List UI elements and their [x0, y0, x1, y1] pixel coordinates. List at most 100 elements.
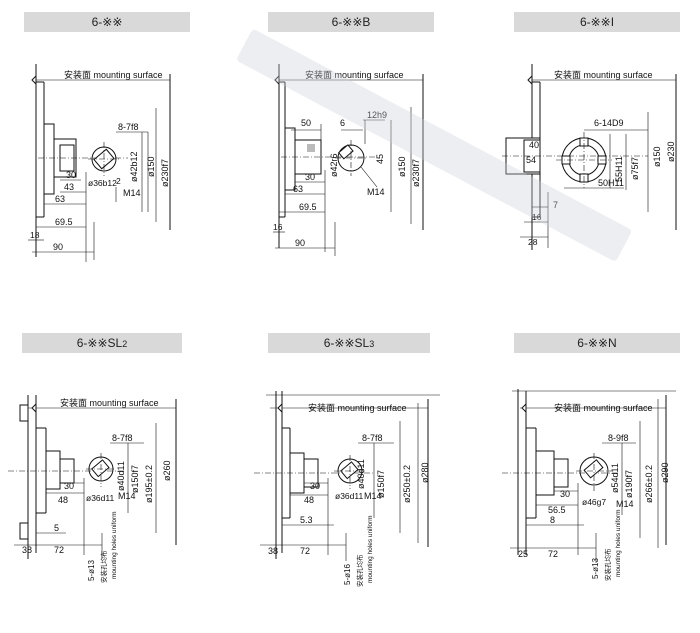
dim-d5: ø46g7: [582, 497, 606, 507]
dim-top2: 6: [340, 118, 345, 128]
drawing-panel-4: 6-※※SL2 安装面 mounting surface 8-7f8 ø40d1…: [6, 333, 236, 633]
dim-d5: ø36d11: [335, 491, 363, 501]
dim-c: 63: [293, 184, 303, 194]
drawing-panel-6: 6-※※N 安装面 mounting surface 8-9f8 ø54d11 …: [498, 333, 700, 633]
surface-label: 安装面 mounting surface: [554, 69, 653, 80]
dim-f: 72: [548, 549, 558, 559]
dim-d1: ø40d11: [116, 461, 126, 491]
dim-holes: 5-ø13: [591, 558, 600, 579]
surface-label: 安装面 mounting surface: [64, 69, 163, 80]
surface-label: 安装面 mounting surface: [60, 397, 159, 408]
dim-h: 50H11: [598, 178, 624, 188]
drawing-svg: 安装面 mounting surface 6-14D9 40 54 55H11 …: [502, 64, 677, 250]
dim-b: 48: [58, 495, 68, 505]
title-sub: 3: [369, 339, 375, 349]
dim-d3: ø230f7: [411, 159, 421, 187]
title-main: 6-※※SL: [323, 336, 370, 350]
drawing-svg: 安装面 mounting surface 8-7f8 ø40d11 ø150f7…: [8, 395, 177, 583]
dim-spline: 8-7f8: [362, 433, 383, 443]
dim-a: 30: [560, 489, 570, 499]
dim-d2: ø150f7: [376, 470, 386, 498]
dim-spline: 8-7f8: [112, 433, 133, 443]
dim-e: 25: [518, 549, 528, 559]
dim-d4: ø36b12: [88, 178, 117, 188]
dim-holes: 5-ø16: [343, 564, 352, 585]
dim-d2: ø150: [397, 156, 407, 177]
panel-title: 6-※※B: [268, 12, 434, 32]
dim-g: 8: [550, 515, 555, 525]
dim-g: 5: [54, 523, 59, 533]
dim-f: 72: [54, 545, 64, 555]
drawing-svg: 安装面 mounting surface 8-7f8 ø40d11 ø150f7…: [254, 391, 440, 587]
dim-a: 30: [66, 170, 76, 180]
dim-e: 38: [22, 545, 32, 555]
dim-d4: ø280: [420, 462, 430, 483]
drawing-svg: 安装面 mounting surface 50 6 12h9 ø42r6 45 …: [273, 64, 424, 256]
dim-d: 69.5: [299, 202, 317, 212]
surface-label: 安装面 mounting surface: [554, 402, 653, 413]
holes-note-en: mounting holes uniform: [615, 509, 622, 577]
dim-d2: ø150f7: [130, 465, 140, 493]
dim-d3: ø150: [652, 146, 662, 167]
dim-d4: ø230: [666, 141, 676, 162]
dim-d1: ø42b12: [129, 151, 139, 182]
dim-thread: M14: [367, 187, 385, 197]
dim-g: 7: [553, 200, 558, 210]
dim-a: 30: [305, 172, 315, 182]
dim-b: 56.5: [548, 505, 566, 515]
dim-d1: ø42r6: [329, 153, 339, 177]
dim-thread: M14: [118, 491, 136, 501]
dim-holes: 5-ø13: [87, 560, 96, 581]
panel-title: 6-※※SL3: [268, 333, 430, 353]
dim-a: 30: [310, 481, 320, 491]
dim-d4b: 2: [116, 176, 121, 186]
dim-thread: M14: [364, 491, 382, 501]
dim-c: 63: [55, 194, 65, 204]
dim-f: 90: [295, 238, 305, 248]
dim-f: 28: [528, 237, 538, 247]
dim-e: 18: [30, 230, 40, 240]
holes-note-cn: 安装孔均布: [603, 548, 612, 581]
drawing-panel-3: 6-※※I 安装面 mounting surface 6-14D9 40 54 …: [498, 12, 700, 312]
panel-title: 6-※※SL2: [22, 333, 182, 353]
dim-thread: M14: [123, 188, 141, 198]
dim-key: 12h9: [367, 110, 387, 120]
drawing-svg: 安装面 mounting surface 8-7f8 ø42b12 ø150 ø…: [28, 64, 171, 262]
drawing-panel-2: 6-※※B 安装面 mounting surface 50 6 12h9 ø42…: [255, 12, 485, 312]
dim-b: 48: [304, 495, 314, 505]
dim-d2: ø190f7: [624, 470, 634, 498]
dim-e: 38: [268, 546, 278, 556]
dim-b: 54: [526, 155, 536, 165]
dim-d1: 55H11: [614, 156, 624, 182]
dim-top1: 50: [301, 118, 311, 128]
drawing-svg: 安装面 mounting surface 8-9f8 ø54d11 ø190f7…: [502, 389, 676, 581]
dim-d4: ø290: [660, 462, 670, 483]
surface-label: 安装面 mounting surface: [305, 69, 404, 80]
holes-note-cn: 安装孔均布: [355, 554, 364, 587]
dim-a: 30: [64, 481, 74, 491]
drawing-panel-5: 6-※※SL3 安装面 mounting surface 8-7f8 ø40d1…: [250, 333, 480, 633]
dim-e: 16: [532, 212, 542, 222]
dim-d4: ø260: [162, 460, 172, 481]
dim-b: 43: [64, 182, 74, 192]
dim-d3: ø266±0.2: [644, 465, 654, 503]
title-main: 6-※※SL: [76, 336, 123, 350]
panel-title: 6-※※: [24, 12, 190, 32]
dim-d3: ø195±0.2: [144, 465, 154, 503]
dim-d3: ø230f7: [160, 159, 170, 187]
dim-spline: 6-14D9: [594, 118, 624, 128]
surface-label: 安装面 mounting surface: [308, 402, 407, 413]
dim-f: 90: [53, 242, 63, 252]
dim-thread: M14: [616, 499, 634, 509]
dim-d2: ø150: [146, 156, 156, 177]
panel-title: 6-※※N: [514, 333, 680, 353]
dim-angle: 45: [375, 154, 385, 164]
holes-note-en: mounting holes uniform: [111, 511, 118, 579]
dim-d5: ø36d11: [86, 493, 114, 503]
dim-spline: 8-7f8: [118, 122, 139, 132]
title-sub: 2: [122, 339, 128, 349]
holes-note-en: mounting holes uniform: [367, 515, 374, 583]
dim-d: 69.5: [55, 217, 73, 227]
dim-spline: 8-9f8: [608, 433, 629, 443]
dim-d1: ø54d11: [610, 463, 620, 493]
